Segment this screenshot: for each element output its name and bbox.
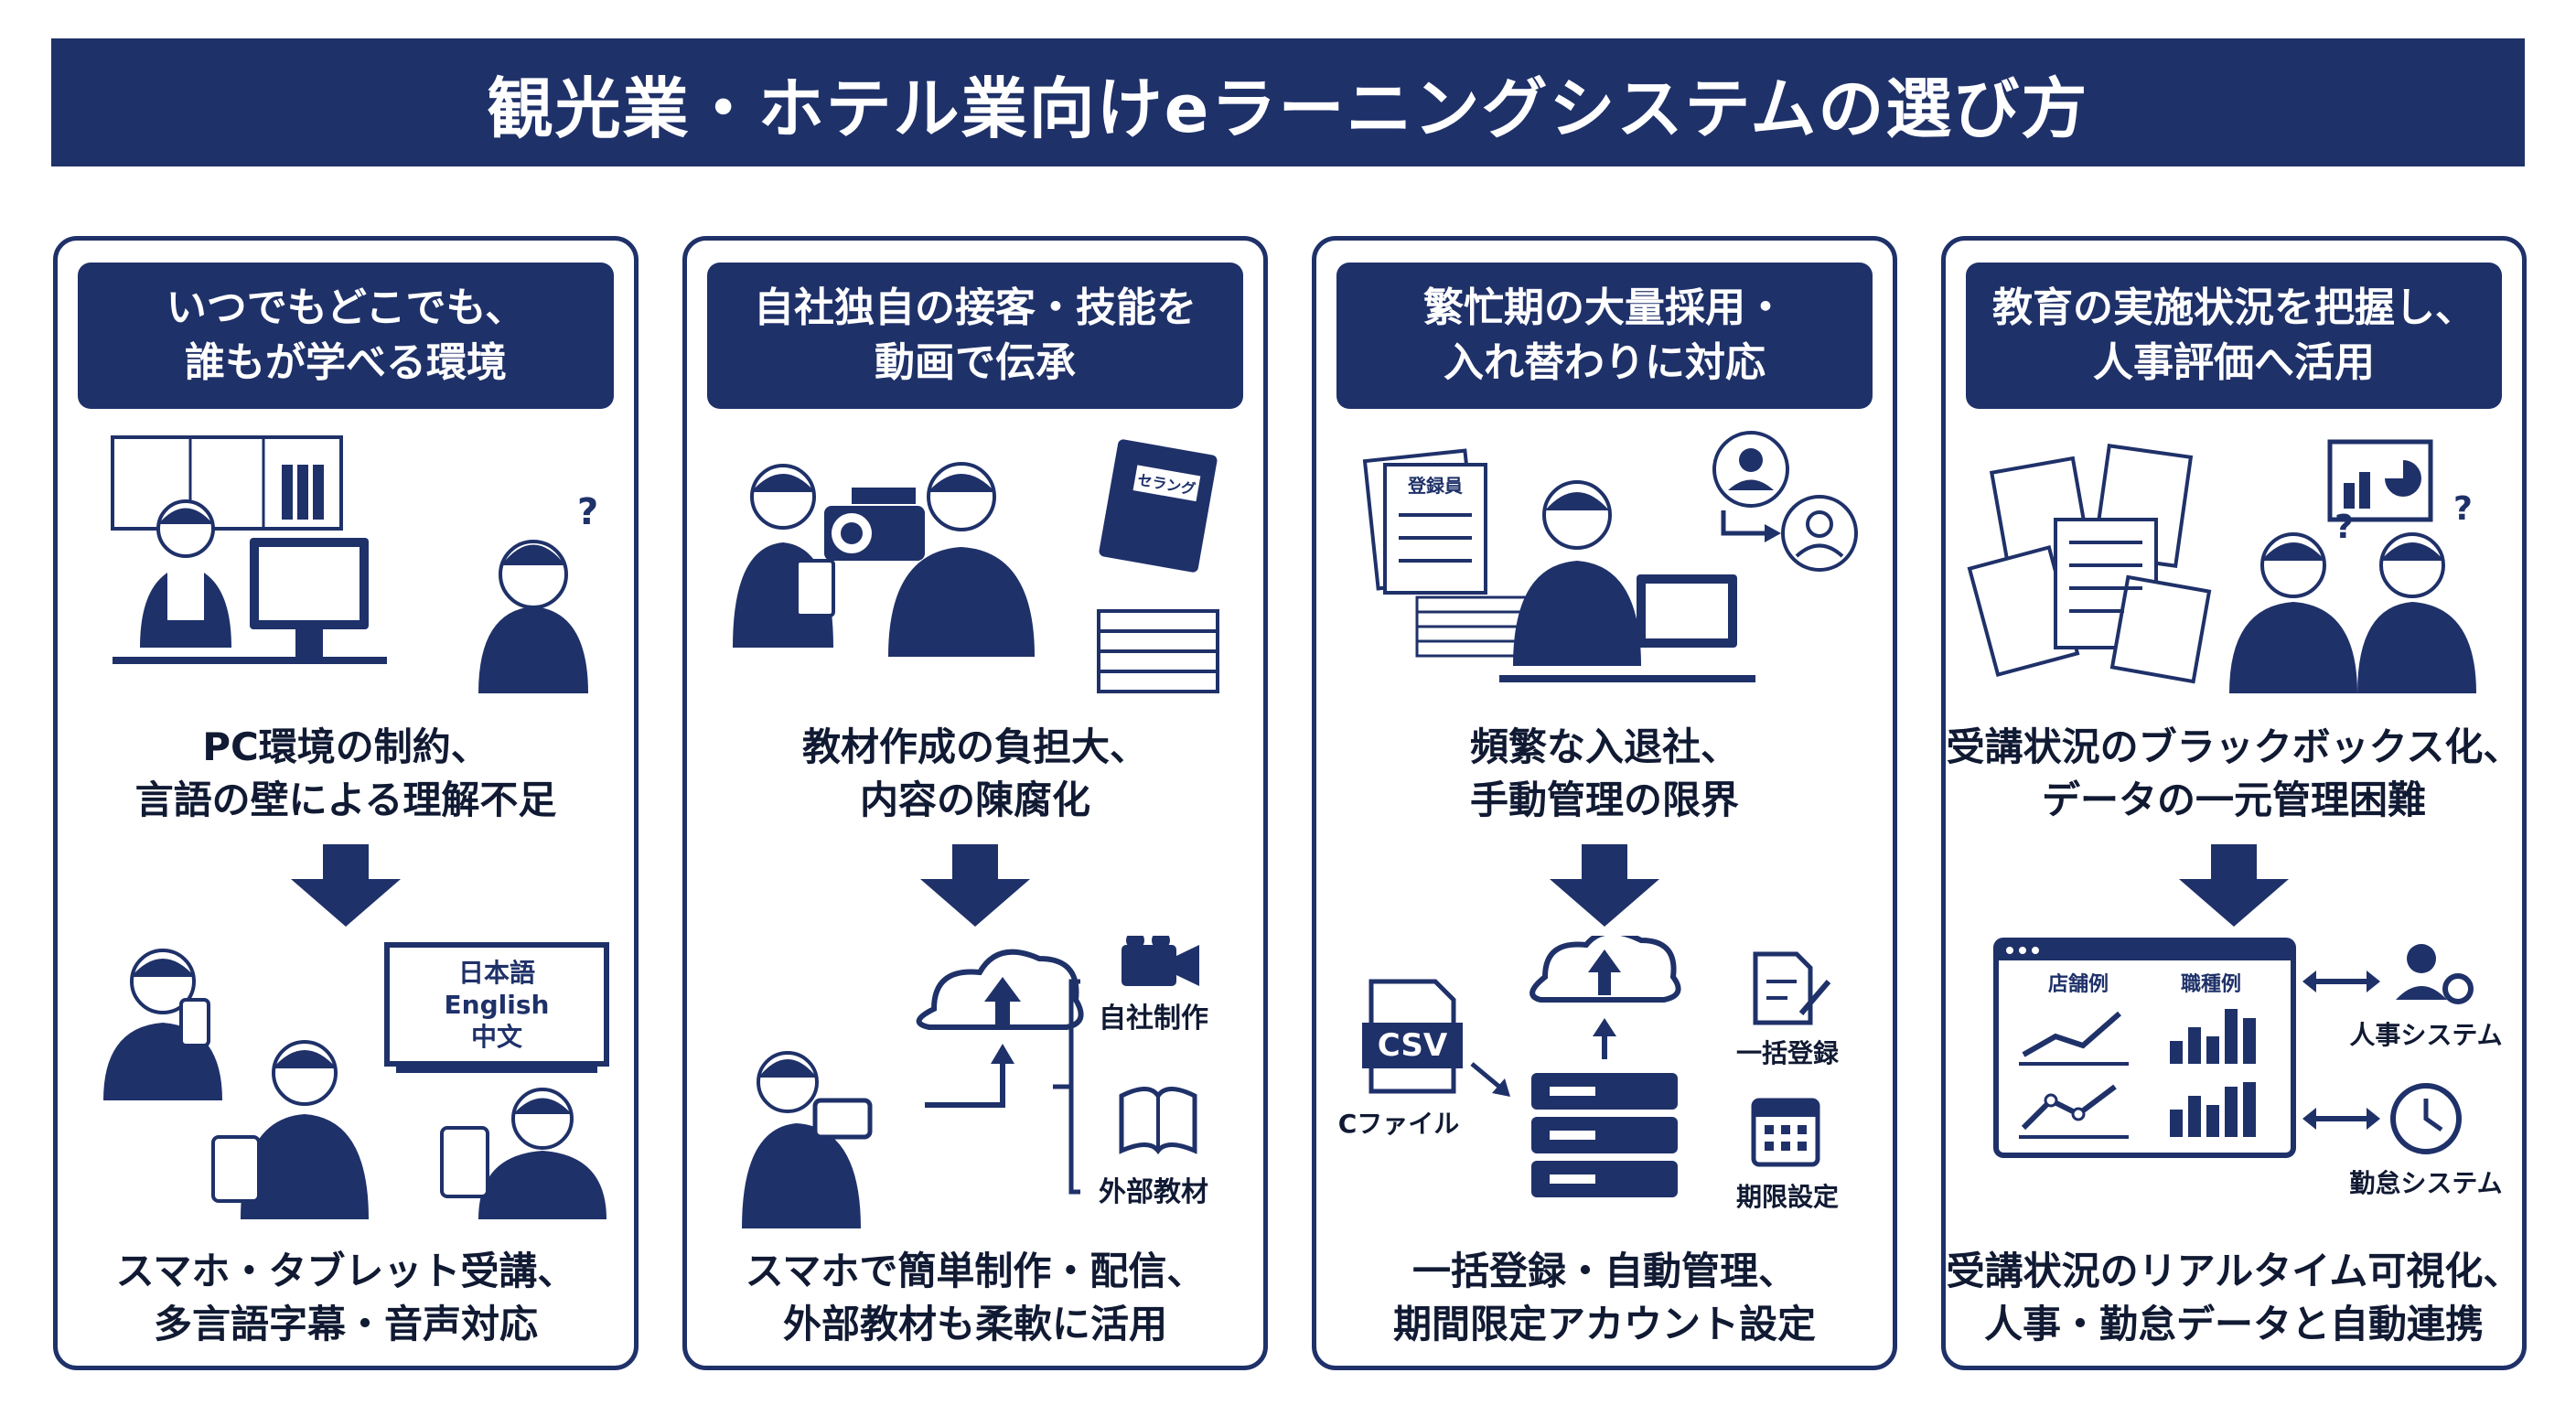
svg-text:?: ? <box>2453 490 2473 528</box>
solution-text: 一括登録・自動管理、 期間限定アカウント設定 <box>1316 1245 1893 1351</box>
down-arrow-icon <box>2179 844 2289 927</box>
blackbox-illustration: ? ? <box>1967 439 2476 693</box>
external-material-label: 外部教材 <box>1099 1176 1208 1208</box>
material-burden-illustration: セラング <box>733 439 1219 693</box>
down-arrow-icon <box>291 844 401 927</box>
heading-line: 自社独自の接客・技能を <box>754 284 1197 331</box>
solution-line: 外部教材も柔軟に活用 <box>782 1302 1167 1346</box>
lang-english: English <box>445 990 550 1020</box>
heading-line: 入れ替わりに対応 <box>1444 339 1766 386</box>
down-arrow-icon <box>1550 844 1659 927</box>
panel-anytime-learning: いつでもどこでも、 誰もが学べる環境 ? PC環境の制約、 言語の壁による理解不… <box>53 236 639 1370</box>
svg-text:?: ? <box>2334 509 2354 546</box>
problem-line: 頻繁な入退社、 <box>1469 724 1739 769</box>
store-example-label: 店舗例 <box>2048 972 2109 996</box>
heading-line: 動画で伝承 <box>875 339 1076 386</box>
solution-line: スマホで簡単制作・配信、 <box>745 1249 1206 1293</box>
hr-system-label: 人事システム <box>2349 1020 2502 1050</box>
problem-line: PC環境の制約、 <box>202 724 489 769</box>
heading-line: いつでもどこでも、 <box>166 284 526 331</box>
panel-heading: 教育の実施状況を把握し、 人事評価へ活用 <box>1966 263 2502 409</box>
panel-hr-evaluation: 教育の実施状況を把握し、 人事評価へ活用 ? ? 受講状況のブラックボックス化、… <box>1941 236 2527 1370</box>
solution-text: スマホ・タブレット受講、 多言語字幕・音声対応 <box>58 1245 634 1351</box>
problem-line: データの一元管理困難 <box>2041 778 2426 822</box>
bulk-registration-illustration: CSV Cファイル 一括登録 期限設定 <box>1338 936 1840 1212</box>
solution-line: 人事・勤怠データと自動連携 <box>1983 1302 2484 1346</box>
roster-label: 登録員 <box>1407 475 1463 497</box>
problem-line: 内容の陳腐化 <box>859 778 1090 822</box>
problem-line: 受講状況のブラックボックス化、 <box>1946 724 2522 769</box>
heading-line: 教育の実施状況を把握し、 <box>1992 284 2475 331</box>
panel-video-skills: 自社独自の接客・技能を 動画で伝承 セラング 教材作成の負担大、 内容の陳腐化 <box>682 236 1268 1370</box>
panel-heading: 繁忙期の大量採用・ 入れ替わりに対応 <box>1336 263 1873 409</box>
solution-text: 受講状況のリアルタイム可視化、 人事・勤怠データと自動連携 <box>1946 1245 2522 1351</box>
heading-line: 誰もが学べる環境 <box>185 339 507 386</box>
bulk-register-label: 一括登録 <box>1736 1038 1840 1068</box>
turnover-illustration: 登録員 <box>1362 431 1858 682</box>
solution-line: 多言語字幕・音声対応 <box>153 1302 538 1346</box>
problem-line: 教材作成の負担大、 <box>801 724 1148 769</box>
down-arrow-icon <box>920 844 1030 927</box>
problem-text: 受講状況のブラックボックス化、 データの一元管理困難 <box>1946 721 2522 827</box>
lang-chinese: 中文 <box>471 1022 522 1052</box>
solution-line: 一括登録・自動管理、 <box>1411 1249 1797 1293</box>
dashboard-integration-illustration: 店舗例 職種例 人事システム 勤怠システム <box>1993 938 2503 1198</box>
problem-line: 言語の壁による理解不足 <box>134 778 557 822</box>
csv-file-label: Cファイル <box>1338 1109 1460 1139</box>
heading-line: 人事評価へ活用 <box>2093 339 2375 386</box>
job-example-label: 職種例 <box>2181 972 2241 996</box>
mobile-multilingual-illustration: 日本語 English 中文 <box>103 942 609 1219</box>
solution-line: 受講状況のリアルタイム可視化、 <box>1946 1249 2522 1293</box>
attendance-system-label: 勤怠システム <box>2349 1168 2502 1198</box>
heading-line: 繁忙期の大量採用・ <box>1423 284 1786 331</box>
solution-text: スマホで簡単制作・配信、 外部教材も柔軟に活用 <box>687 1245 1263 1351</box>
panel-bulk-hiring: 繁忙期の大量採用・ 入れ替わりに対応 登録員 頻繁な入退社、 手動管理の限界 <box>1312 236 1897 1370</box>
panel-heading: いつでもどこでも、 誰もが学べる環境 <box>78 263 614 409</box>
own-production-label: 自社制作 <box>1099 1003 1208 1035</box>
period-setting-label: 期限設定 <box>1736 1182 1839 1212</box>
solution-line: 期間限定アカウント設定 <box>1392 1302 1816 1346</box>
svg-text:?: ? <box>577 491 598 533</box>
video-distribution-illustration: 自社制作 外部教材 <box>742 936 1208 1228</box>
problem-line: 手動管理の限界 <box>1469 778 1739 822</box>
panel-heading: 自社独自の接客・技能を 動画で伝承 <box>707 263 1243 409</box>
csv-badge: CSV <box>1378 1027 1448 1064</box>
page-title: 観光業・ホテル業向けeラーニングシステムの選び方 <box>51 38 2525 166</box>
problem-text: 教材作成の負担大、 内容の陳腐化 <box>687 721 1263 827</box>
problem-text: PC環境の制約、 言語の壁による理解不足 <box>58 721 634 827</box>
lang-japanese: 日本語 <box>458 958 535 988</box>
problem-text: 頻繁な入退社、 手動管理の限界 <box>1316 721 1893 827</box>
pc-constraint-illustration: ? <box>111 435 598 693</box>
solution-line: スマホ・タブレット受講、 <box>115 1249 576 1293</box>
